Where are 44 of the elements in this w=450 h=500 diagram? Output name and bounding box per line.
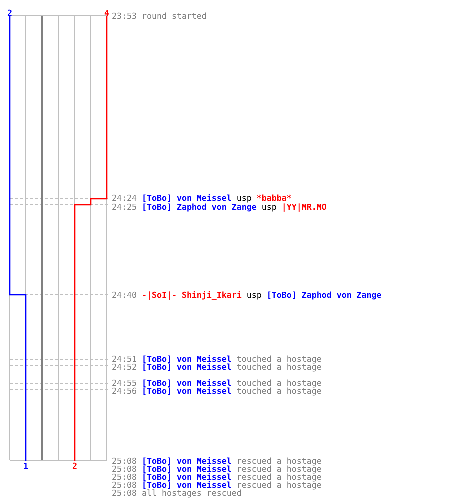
player-name: *babba* — [256, 193, 292, 203]
log-timestamp: 24:55 — [112, 378, 137, 388]
player-name: [ToBo] Zaphod von Zange — [266, 290, 382, 300]
log-message: round started — [142, 11, 207, 21]
weapon-name: usp — [262, 202, 277, 212]
log-message: rescued a hostage — [236, 472, 322, 482]
log-timestamp: 24:56 — [112, 386, 137, 396]
weapon-name: usp — [246, 290, 262, 300]
player-name: |YY|MR.MO — [282, 202, 327, 212]
player-count-label: 4 — [104, 9, 110, 17]
log-timestamp: 25:08 — [112, 480, 137, 490]
log-timestamp: 25:08 — [112, 456, 137, 466]
player-name: [ToBo] von Meissel — [142, 354, 232, 364]
log-timestamp: 24:52 — [112, 362, 137, 372]
log-message: all hostages rescued — [142, 488, 242, 498]
log-message: rescued a hostage — [236, 456, 322, 466]
log-message: touched a hostage — [236, 362, 322, 372]
log-timestamp: 25:08 — [112, 464, 137, 474]
log-timestamp: 23:53 — [112, 11, 137, 21]
player-name: [ToBo] von Meissel — [142, 386, 232, 396]
weapon-name: usp — [236, 193, 252, 203]
player-name: [ToBo] von Meissel — [142, 472, 232, 482]
log-message: touched a hostage — [236, 378, 322, 388]
log-message: touched a hostage — [236, 354, 322, 364]
player-name: [ToBo] von Meissel — [142, 362, 232, 372]
player-count-label: 2 — [8, 9, 12, 17]
log-timestamp: 24:24 — [112, 193, 137, 203]
player-name: [ToBo] von Meissel — [142, 480, 232, 490]
player-name: [ToBo] Zaphod von Zange — [142, 202, 257, 212]
player-count-label: 1 — [24, 462, 28, 470]
log-message: rescued a hostage — [236, 464, 322, 474]
log-timestamp: 25:08 — [112, 488, 137, 498]
player-name: [ToBo] von Meissel — [142, 378, 232, 388]
log-message: touched a hostage — [236, 386, 322, 396]
log-timestamp: 24:25 — [112, 202, 137, 212]
log-message: rescued a hostage — [236, 480, 322, 490]
player-name: [ToBo] von Meissel — [142, 193, 232, 203]
player-count-label: 2 — [72, 462, 78, 470]
player-name: [ToBo] von Meissel — [142, 464, 232, 474]
log-timestamp: 25:08 — [112, 472, 137, 482]
player-name: -|SoI|- Shinji_Ikari — [142, 290, 242, 300]
log-timestamp: 24:40 — [112, 290, 137, 300]
log-timestamp: 24:51 — [112, 354, 137, 364]
player-name: [ToBo] von Meissel — [142, 456, 232, 466]
